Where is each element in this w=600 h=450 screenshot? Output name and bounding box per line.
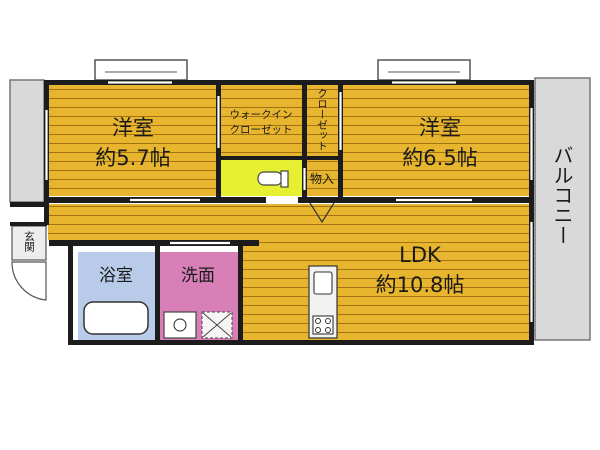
window-bay-left: [94, 59, 188, 81]
entrance-door-swing: [11, 261, 47, 301]
walk-in-closet-label-1: ウォークイン: [230, 109, 293, 121]
closet-label: クローゼット: [316, 88, 328, 151]
washbasin-icon: [163, 311, 197, 339]
sink-icon: [313, 271, 333, 295]
western-room-left-size: 約5.7帖: [95, 146, 170, 170]
walk-in-closet-label-2: クローゼット: [230, 124, 293, 136]
walk-in-closet-floor: [220, 84, 302, 156]
closet-floor: [306, 84, 338, 156]
bathroom-label: 浴室: [99, 266, 133, 286]
ldk-name: LDK: [399, 243, 442, 267]
bathtub-icon: [83, 301, 149, 335]
ldk-floor: [242, 204, 530, 340]
western-room-left-name: 洋室: [112, 116, 154, 140]
storage-label: 物入: [310, 172, 334, 186]
western-room-right-size: 約6.5帖: [402, 146, 477, 170]
ldk-size: 約10.8帖: [376, 273, 465, 297]
entrance-label: 玄関: [23, 230, 35, 253]
ldk-door-icon: [309, 202, 335, 224]
stove-icon: [312, 315, 334, 335]
entrance-floor: [11, 225, 47, 261]
washroom-label: 洗面: [181, 266, 215, 286]
western-room-right-name: 洋室: [419, 116, 461, 140]
storage-floor: [306, 160, 338, 196]
window-marks: [45, 81, 533, 322]
hallway-floor: [48, 204, 264, 240]
balcony-right: [534, 77, 591, 341]
balcony-left: [9, 79, 45, 203]
balcony-label: バルコニー: [550, 145, 574, 245]
window-bay-right: [377, 59, 471, 81]
toilet-icon: [257, 171, 283, 186]
western-room-left-floor: [48, 84, 216, 196]
western-room-right-floor: [342, 84, 530, 196]
